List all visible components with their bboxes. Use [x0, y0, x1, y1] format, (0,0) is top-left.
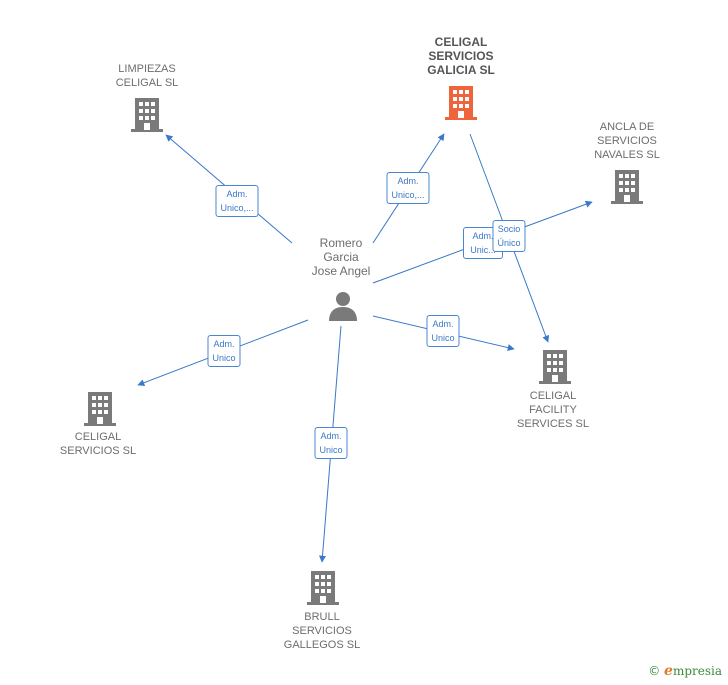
relation-label-brull[interactable]: Adm. Unico — [314, 427, 348, 459]
person-icon[interactable] — [328, 290, 358, 322]
company-name-brull[interactable]: BRULL SERVICIOS GALLEGOS SL — [283, 611, 361, 651]
building-icon[interactable] — [538, 348, 572, 384]
building-icon[interactable] — [444, 84, 478, 120]
company-name-servicios[interactable]: CELIGAL SERVICIOS SL — [59, 431, 137, 457]
relation-label-servicios[interactable]: Adm. Unico — [207, 335, 241, 367]
copyright-icon: © — [648, 664, 661, 678]
building-icon[interactable] — [130, 96, 164, 132]
building-icon[interactable] — [83, 390, 117, 426]
company-name-facility[interactable]: CELIGAL FACILITY SERVICES SL — [517, 390, 589, 430]
brand-e: e — [664, 663, 673, 679]
brand-text: mpresia — [672, 664, 722, 678]
company-name-galicia[interactable]: CELIGAL SERVICIOS GALICIA SL — [427, 35, 495, 77]
building-icon[interactable] — [306, 569, 340, 605]
relation-label-galicia[interactable]: Adm. Unico,... — [386, 172, 430, 204]
person-name[interactable]: Romero Garcia Jose Angel — [311, 236, 371, 278]
company-name-ancla[interactable]: ANCLA DE SERVICIOS NAVALES SL — [594, 121, 660, 161]
relation-label-limpiezas[interactable]: Adm. Unico,... — [215, 185, 259, 217]
building-icon[interactable] — [610, 168, 644, 204]
relation-label-galicia-facility[interactable]: Socio Único — [492, 220, 526, 252]
company-name-limpiezas[interactable]: LIMPIEZAS CELIGAL SL — [115, 63, 179, 89]
brand-logo[interactable]: © empresia — [648, 663, 722, 679]
relation-label-facility[interactable]: Adm. Unico — [426, 315, 460, 347]
